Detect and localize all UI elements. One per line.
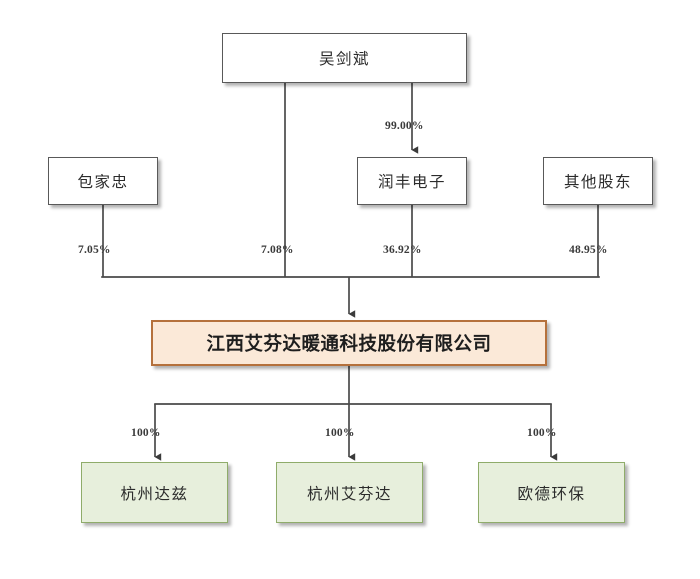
node-shareholder-bao-jiazhong[interactable]: 包家忠 [48,157,158,205]
percent-label-bao-jiazhong: 7.05% [78,244,111,256]
node-company[interactable]: 江西艾芬达暖通科技股份有限公司 [151,320,547,366]
percent-label-subsidiary-oude-environmental: 100% [527,427,557,439]
percent-label-other-shareholders: 48.95% [569,244,608,256]
node-subsidiary-hangzhou-aifenda[interactable]: 杭州艾芬达 [276,462,423,523]
percent-label-subsidiary-hangzhou-dazi: 100% [131,427,161,439]
percent-label-runfeng-electronics: 36.92% [383,244,422,256]
percent-label-subsidiary-hangzhou-aifenda: 100% [325,427,355,439]
node-label: 欧德环保 [517,485,586,503]
node-label: 包家忠 [77,174,129,191]
node-label: 其他股东 [563,174,632,191]
percent-label-wu-jianbin: 7.08% [261,244,294,256]
percent-label-owner-to-entity: 99.00% [385,120,424,132]
node-ultimate-owner[interactable]: 吴剑斌 [222,33,467,83]
node-label: 润丰电子 [377,174,446,191]
node-label: 杭州艾芬达 [306,485,392,503]
node-label: 吴剑斌 [318,51,370,68]
node-label: 江西艾芬达暖通科技股份有限公司 [206,335,492,355]
node-shareholder-other[interactable]: 其他股东 [543,157,653,205]
node-subsidiary-hangzhou-dazi[interactable]: 杭州达兹 [81,462,228,523]
node-label: 杭州达兹 [120,485,189,503]
node-shareholder-runfeng-electronics[interactable]: 润丰电子 [357,157,467,205]
node-subsidiary-oude-environmental[interactable]: 欧德环保 [478,462,625,523]
